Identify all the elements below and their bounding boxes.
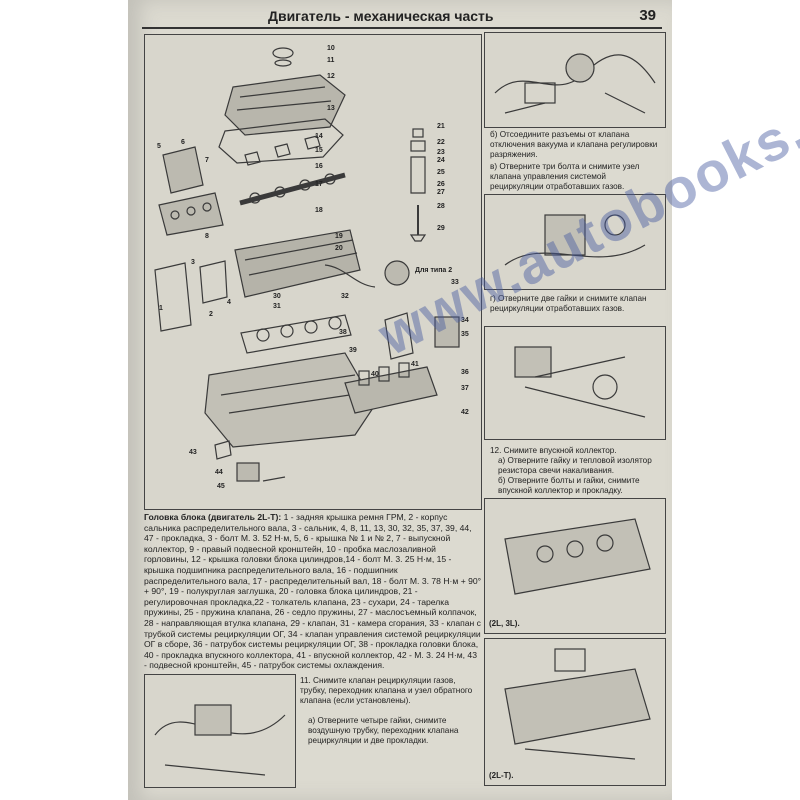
part-label: 41: [411, 361, 419, 368]
step-v: в) Отверните три болта и снимите узел кл…: [490, 162, 640, 191]
caption-text: 1 - задняя крышка ремня ГРМ, 2 - корпус …: [144, 512, 482, 671]
part-label: 17: [315, 181, 323, 188]
step-g: г) Отверните две гайки и снимите клапан …: [490, 294, 647, 313]
part-label: 33: [451, 279, 459, 286]
figure-drawing: [494, 53, 656, 114]
part-label: 19: [335, 233, 343, 240]
part-label: 10: [327, 45, 335, 52]
figure-drawing: [504, 648, 651, 760]
page-title: Двигатель - механическая часть: [268, 8, 494, 24]
part-label: 16: [315, 163, 323, 170]
part-label: 2: [209, 311, 213, 318]
figure-egr-connectors: [484, 32, 666, 128]
part-label: 15: [315, 147, 323, 154]
part-label: 37: [461, 385, 469, 392]
step-12b: б) Отверните болты и гайки, снимите впус…: [498, 476, 640, 495]
figure-tag: (2L-T).: [489, 771, 514, 780]
part-label: 31: [273, 303, 281, 310]
part-label: 7: [205, 157, 209, 164]
figure-egr-control: [484, 194, 666, 290]
figure-egr-valve: [484, 326, 666, 440]
step-b: б) Отсоедините разъемы от клапана отключ…: [490, 130, 658, 159]
part-label: 44: [215, 469, 223, 476]
part-label: 18: [315, 207, 323, 214]
part-label: 45: [217, 483, 225, 490]
part-label: 8: [205, 233, 209, 240]
part-label: 32: [341, 293, 349, 300]
part-label: 5: [157, 143, 161, 150]
part-label: 35: [461, 331, 469, 338]
diagram-caption: Головка блока (двигатель 2L-T): 1 - задн…: [144, 512, 482, 671]
type-note: Для типа 2: [415, 267, 453, 274]
part-label: 11: [327, 57, 335, 64]
part-label: 40: [371, 371, 379, 378]
page-header: Двигатель - механическая часть 39: [128, 0, 672, 30]
part-label: 29: [437, 225, 445, 232]
figure-drawing: [154, 704, 286, 776]
part-label: 36: [461, 369, 469, 376]
part-label: 20: [335, 245, 343, 252]
figure-drawing: [504, 518, 651, 595]
figure-drawing: [514, 346, 646, 418]
part-label: 27: [437, 189, 445, 196]
step-11a: а) Отверните четыре гайки, снимите возду…: [308, 716, 459, 745]
step-11: 11. Снимите клапан рециркуляции газов, т…: [300, 676, 473, 705]
part-label: 25: [437, 169, 445, 176]
part-label: 14: [315, 133, 323, 140]
page-number: 39: [639, 7, 656, 24]
part-label: 12: [327, 73, 335, 80]
part-label: 30: [273, 293, 281, 300]
figure-intake-2lt: (2L-T).: [484, 638, 666, 786]
part-label: 1: [159, 305, 163, 312]
part-label: 39: [349, 347, 357, 354]
part-label: 23: [437, 149, 445, 156]
part-label: 42: [461, 409, 469, 416]
part-label: 24: [437, 157, 445, 164]
figure-egr-removal: [144, 674, 296, 788]
header-rule: [142, 27, 662, 29]
book-page: Двигатель - механическая часть 39: [128, 0, 800, 800]
step-12: 12. Снимите впускной коллектор.: [490, 446, 617, 455]
part-label: 3: [191, 259, 195, 266]
part-label: 6: [181, 139, 185, 146]
part-label: 28: [437, 203, 445, 210]
part-label: 13: [327, 105, 335, 112]
part-label: 34: [461, 317, 469, 324]
part-label: 4: [227, 299, 231, 306]
figure-tag: (2L, 3L).: [489, 619, 520, 628]
figure-intake-2l3l: (2L, 3L).: [484, 498, 666, 634]
diagram-drawing: [154, 47, 460, 482]
part-label: 22: [437, 139, 445, 146]
part-label: 43: [189, 449, 197, 456]
exploded-diagram: 10 11 12 13 14 15 16 17 18 19 20 5 6 7 8…: [144, 34, 482, 510]
figure-drawing: [504, 214, 646, 266]
caption-lead: Головка блока (двигатель 2L-T):: [144, 512, 282, 522]
part-label: 38: [339, 329, 347, 336]
step-12a: а) Отверните гайку и тепловой изолятор р…: [498, 456, 652, 475]
part-label: 21: [437, 123, 445, 130]
part-label: 26: [437, 181, 445, 188]
